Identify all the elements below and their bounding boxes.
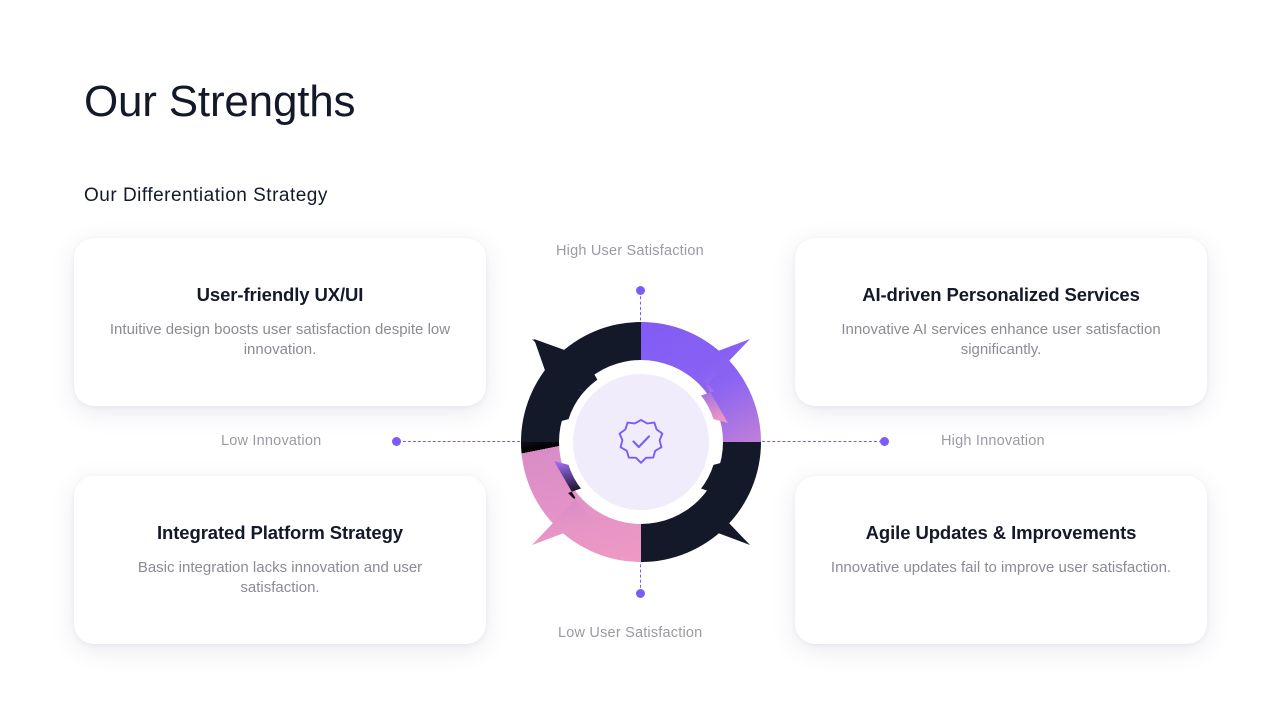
- strength-card-integrated-platform-strategy[interactable]: Integrated Platform Strategy Basic integ…: [74, 476, 486, 644]
- card-description: Basic integration lacks innovation and u…: [137, 559, 423, 597]
- connector-dot-top: [636, 286, 645, 295]
- card-title: Integrated Platform Strategy: [157, 522, 403, 543]
- connector-dot-right: [880, 437, 889, 446]
- connector-line-top: [640, 291, 641, 331]
- connector-dot-left: [392, 437, 401, 446]
- connector-line-bottom: [640, 549, 641, 593]
- axis-label-right: High Innovation: [941, 433, 1045, 449]
- strength-card-user-friendly-ux-ui[interactable]: User-friendly UX/UI Intuitive design boo…: [74, 238, 486, 406]
- card-description: Innovative updates fail to improve user …: [830, 559, 1172, 577]
- badge-check-icon: [618, 419, 664, 464]
- card-description: Innovative AI services enhance user sati…: [841, 321, 1161, 359]
- connector-dot-bottom: [636, 589, 645, 598]
- page-subtitle: Our Differentiation Strategy: [84, 185, 328, 206]
- page-title: Our Strengths: [84, 77, 356, 126]
- axis-label-bottom: Low User Satisfaction: [558, 625, 703, 641]
- cycle-diagram: [510, 311, 772, 573]
- connector-line-left: [398, 441, 530, 442]
- strength-card-ai-driven-personalized-services[interactable]: AI-driven Personalized Services Innovati…: [795, 238, 1207, 406]
- connector-line-right: [752, 441, 882, 442]
- cycle-inner-disc: [573, 374, 709, 510]
- card-title: User-friendly UX/UI: [196, 284, 364, 305]
- axis-label-top: High User Satisfaction: [556, 243, 704, 259]
- card-description: Intuitive design boosts user satisfactio…: [109, 321, 451, 359]
- axis-label-left: Low Innovation: [221, 433, 322, 449]
- card-title: Agile Updates & Improvements: [865, 522, 1137, 543]
- card-title: AI-driven Personalized Services: [862, 284, 1140, 305]
- strength-card-agile-updates-improvements[interactable]: Agile Updates & Improvements Innovative …: [795, 476, 1207, 644]
